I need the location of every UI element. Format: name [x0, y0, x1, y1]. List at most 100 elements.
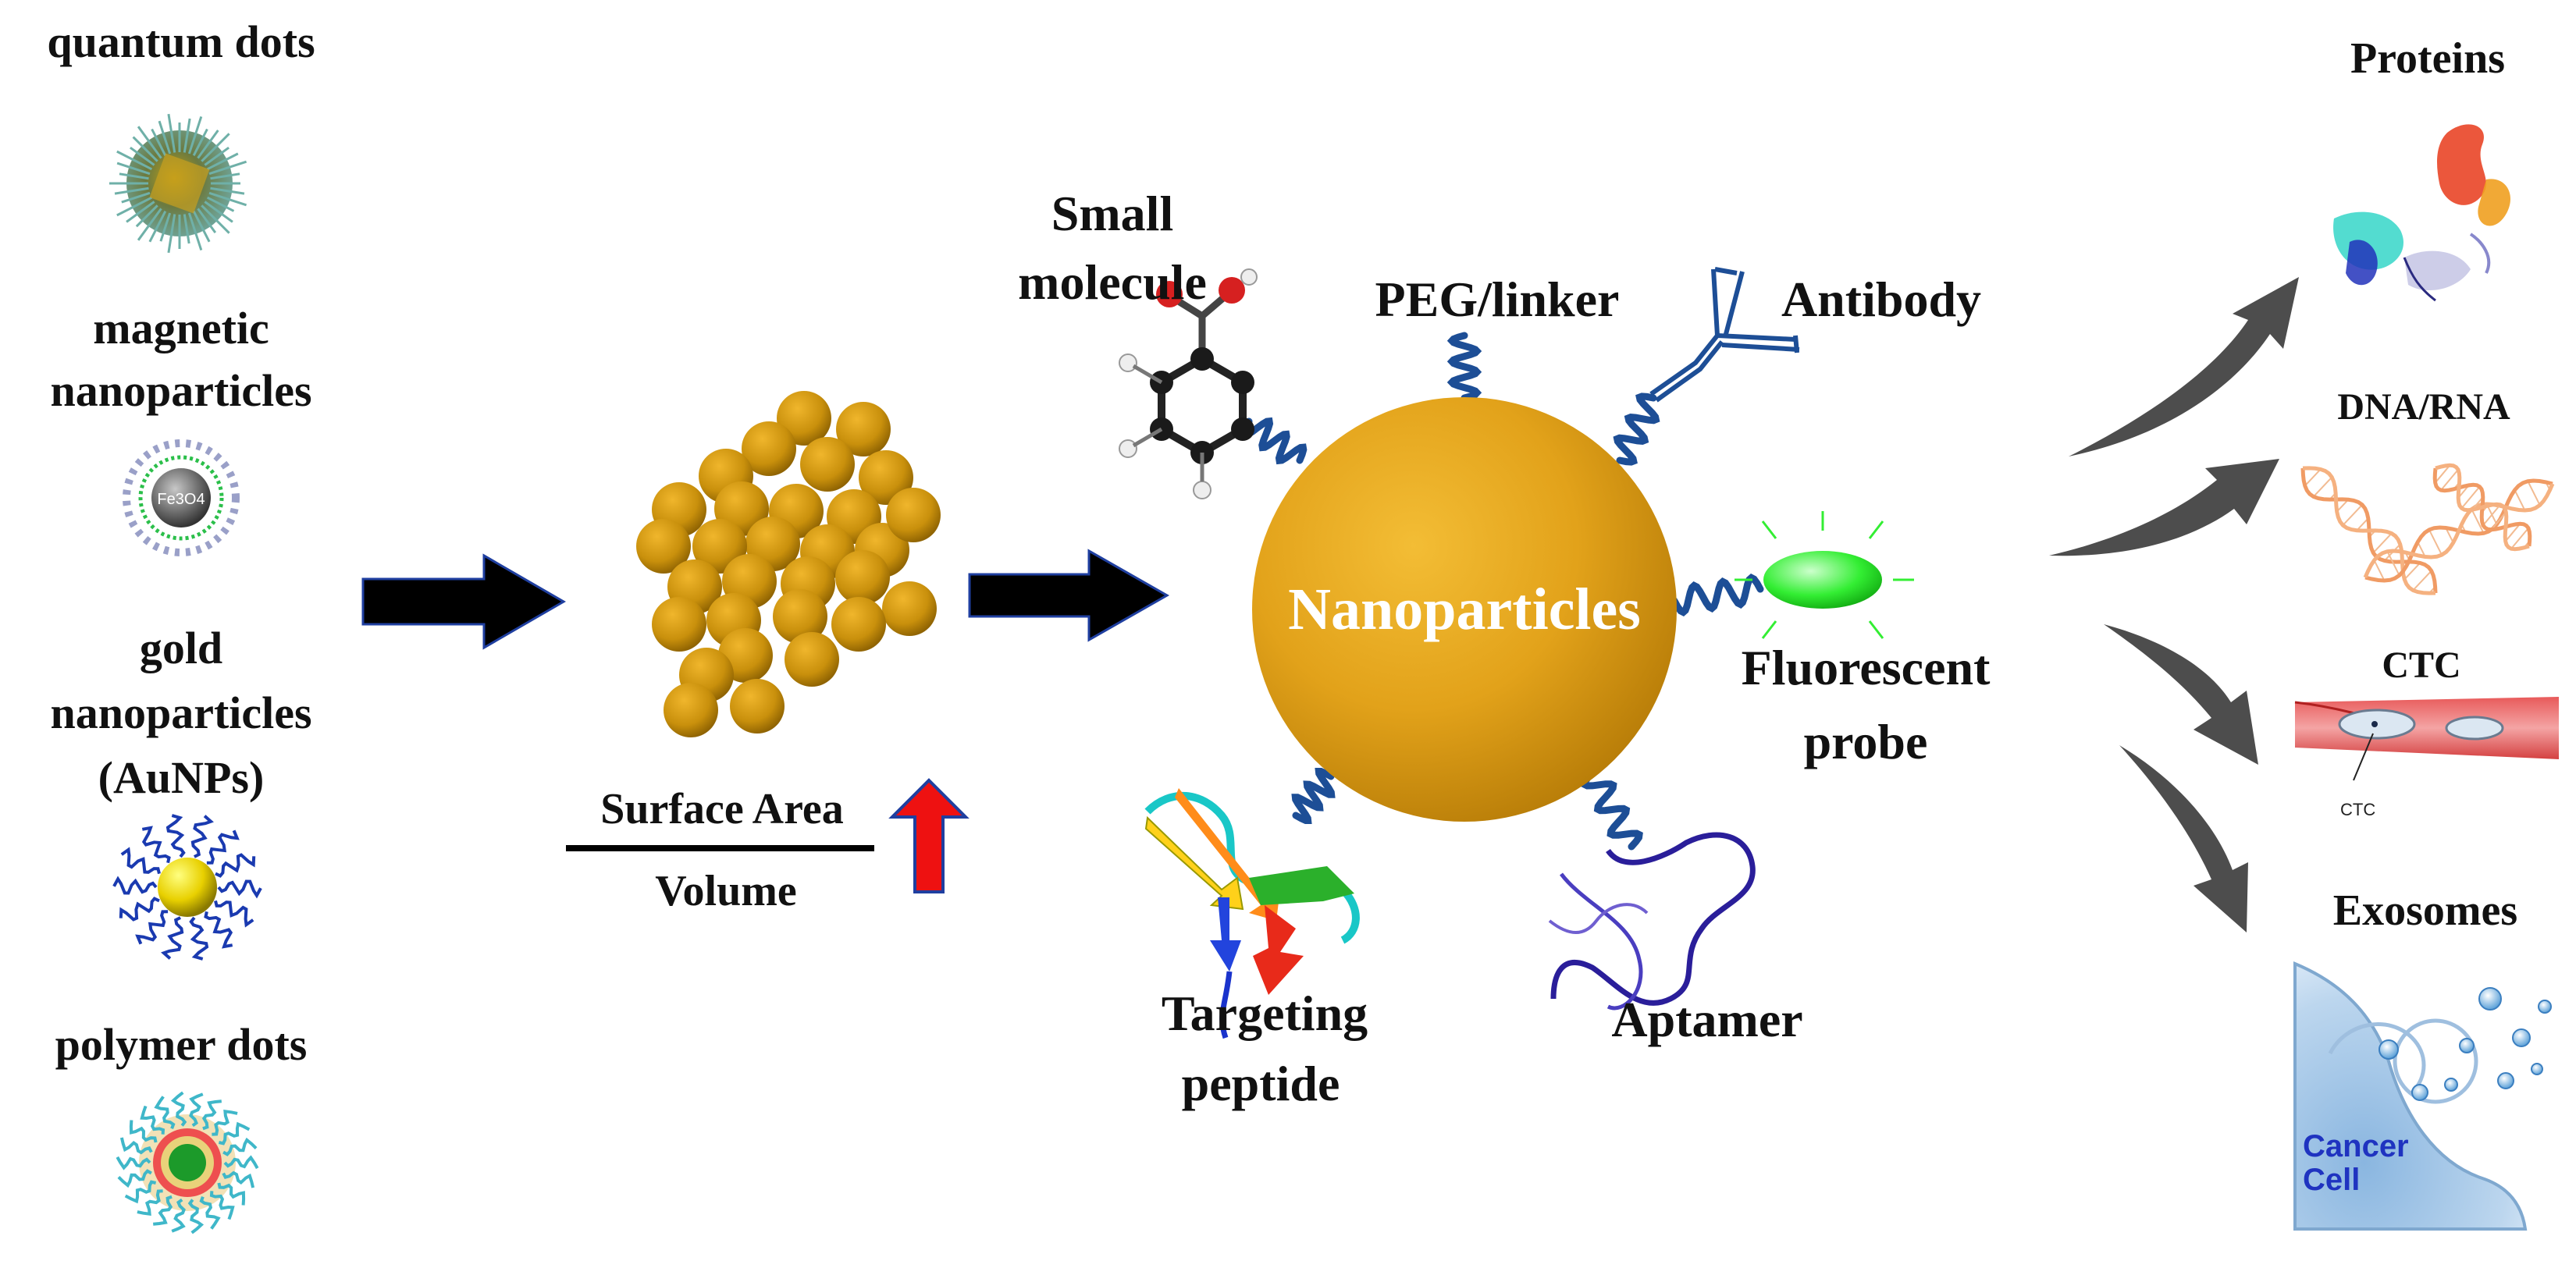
- polymer-strand: [117, 1169, 152, 1188]
- polymer-strand: [137, 1189, 163, 1216]
- ligand-strand: [165, 814, 186, 858]
- ligand-strand: [120, 847, 161, 875]
- small-molecule-icon: [1119, 268, 1258, 499]
- exosome-vesicle: [2411, 1084, 2428, 1101]
- ctc-inset-label: CTC: [2340, 800, 2375, 819]
- label-antibody: Antibody: [1781, 272, 1981, 327]
- curved-arrow-exosomes: [2119, 745, 2248, 932]
- ligand-strand: [208, 191, 247, 207]
- ligand-strand: [204, 201, 233, 223]
- polymer-strand: [222, 1137, 258, 1156]
- ligand-strand: [204, 146, 229, 166]
- polymer-strand: [119, 1137, 153, 1155]
- cluster-sphere: [859, 450, 913, 505]
- base-pair: [2440, 469, 2459, 491]
- surface-volume-ratio: Surface Area Volume: [566, 778, 970, 915]
- base-pair: [2373, 559, 2386, 581]
- label-gold: gold: [140, 623, 222, 673]
- functionalized-nanoparticle: Nanoparticles Small molecule PEG/linke: [1018, 186, 1991, 1111]
- exosome-vesicles: [2379, 987, 2552, 1101]
- label-fluorescent: Fluorescent: [1742, 640, 1991, 695]
- dna-strand: [2435, 463, 2530, 552]
- polymer-strand: [217, 1182, 246, 1206]
- base-pair: [2356, 517, 2369, 531]
- dna-strand: [2363, 482, 2555, 579]
- ligand-strand: [183, 214, 190, 244]
- ligand-strand: [197, 208, 217, 233]
- ligand-strand: [187, 115, 203, 155]
- polymer-strand: [153, 1195, 173, 1226]
- base-pair: [2434, 464, 2451, 484]
- fluorescence-ray: [1761, 620, 1777, 639]
- ligand-strand: [114, 186, 149, 195]
- ratio-denominator: Volume: [655, 867, 797, 915]
- ligand-strand: [192, 128, 208, 157]
- polymer-strand: [124, 1180, 157, 1204]
- linker-coil: [1670, 573, 1764, 617]
- ligand-strand: [167, 113, 176, 153]
- qd-core: [149, 153, 210, 214]
- protein-structure-icon: [2333, 124, 2510, 302]
- ligand-strand: [208, 160, 247, 176]
- label-nanoparticles-1: nanoparticles: [50, 365, 311, 416]
- ligand-strand: [121, 191, 151, 204]
- cluster-sphere: [730, 679, 785, 734]
- ligand-strand: [192, 210, 211, 243]
- polymer-dot-icon: [116, 1091, 259, 1234]
- nanoparticle-label: Nanoparticles: [1288, 577, 1641, 642]
- label-aunps: (AuNPs): [98, 752, 265, 803]
- linker-coil: [1291, 768, 1336, 824]
- base-pair: [2460, 486, 2481, 509]
- fluorescence-ray: [1868, 520, 1884, 539]
- ligand-strand: [148, 210, 167, 243]
- polymer-strand: [129, 1120, 158, 1143]
- curved-arrow-proteins: [2069, 277, 2299, 456]
- aptamer-icon: [1548, 832, 1756, 1011]
- polymer-strand: [140, 1105, 165, 1135]
- cancer-label: Cancer: [2303, 1129, 2409, 1163]
- exosome-vesicle: [2497, 1072, 2514, 1089]
- ligand-strand: [217, 879, 262, 899]
- polymer-strand: [154, 1096, 176, 1130]
- ligand-strand: [126, 201, 155, 223]
- base-pair: [2482, 504, 2501, 526]
- base-pair: [2372, 532, 2393, 554]
- base-pair: [2445, 527, 2454, 543]
- label-nanoparticles-2: nanoparticles: [50, 687, 311, 738]
- base-pair: [2386, 551, 2400, 576]
- polymer-strand: [201, 1099, 222, 1131]
- fluorescence-ray: [1761, 520, 1777, 539]
- ligand-strand: [204, 911, 233, 949]
- linker-coil: [1241, 417, 1308, 465]
- ligand-strand: [201, 204, 230, 234]
- exosome-vesicle: [2512, 1028, 2531, 1047]
- base-pair: [2403, 562, 2421, 581]
- cluster-sphere: [831, 597, 886, 652]
- cluster-sphere: [773, 589, 827, 644]
- label-aptamer: Aptamer: [1611, 992, 1802, 1047]
- polymer-strand: [223, 1155, 259, 1170]
- nanoparticle-core: [1252, 397, 1677, 822]
- label-quantum-dots: quantum dots: [47, 16, 315, 67]
- ligand-strand: [135, 910, 169, 945]
- base-pair: [2428, 529, 2443, 556]
- ligand-strand: [215, 853, 256, 878]
- ligand-strand: [158, 120, 172, 155]
- ligand-strand: [151, 128, 167, 157]
- ligand-strand: [112, 876, 158, 895]
- ligand-strand: [206, 829, 240, 865]
- base-pair: [2514, 489, 2526, 511]
- polymer-strand: [209, 1191, 235, 1220]
- ligand-strand: [141, 826, 171, 864]
- ligand-strand: [187, 212, 203, 251]
- ligand-strand: [132, 136, 158, 162]
- base-pair: [2490, 511, 2507, 531]
- label-polymer-dots: polymer dots: [55, 1019, 308, 1070]
- ligand-strand: [119, 897, 160, 922]
- arrow-right-1: [361, 553, 566, 650]
- ligand-strand: [130, 146, 155, 166]
- polymer-strand: [189, 1092, 204, 1128]
- exosome-vesicle: [2444, 1078, 2458, 1092]
- curved-arrow-ctc: [2104, 624, 2258, 765]
